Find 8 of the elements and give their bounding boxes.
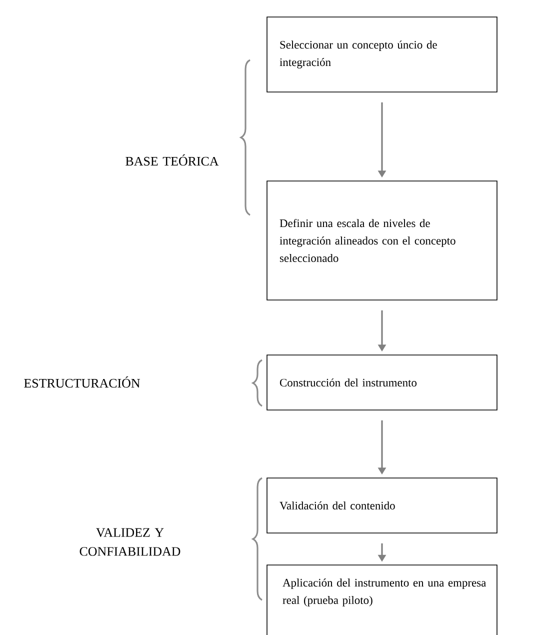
process-box: Validación del contenido bbox=[266, 478, 498, 534]
process-box: Construcción del instrumento bbox=[266, 354, 498, 410]
section-label: ESTRUCTURACIÓN bbox=[24, 376, 140, 388]
section-label: BASE TEÓRICA bbox=[126, 154, 219, 166]
process-box: Seleccionar un concepto úncio de integración bbox=[266, 16, 498, 92]
process-box: Definir una escala de niveles de integración alineados con el concepto seleccionado bbox=[266, 180, 498, 300]
process-box: Aplicación del instrumento en una empresa real (prueba piloto) bbox=[266, 564, 498, 635]
section-label: VALIDEZ Y CONFIABILIDAD bbox=[80, 528, 180, 556]
